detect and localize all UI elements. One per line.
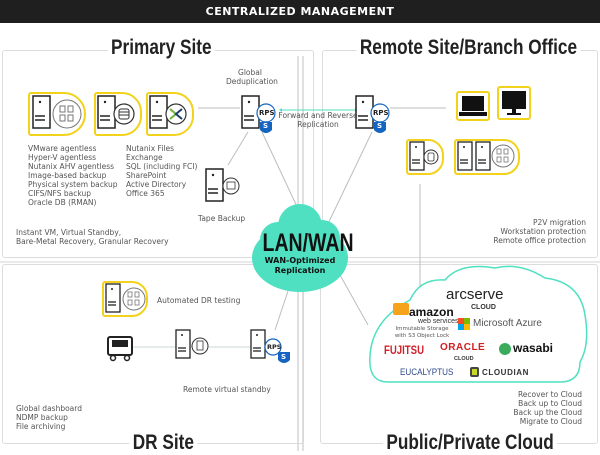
laptop-icon (459, 96, 487, 116)
primary-recovery-text: Instant VM, Virtual Standby, Bare-Metal … (16, 228, 169, 246)
oracle-cloud-sub: CLOUD (454, 356, 474, 362)
line-primary-rps-to-tape (227, 131, 249, 166)
ms-green (464, 318, 470, 324)
cloudian-logo: CLOUDIAN (482, 368, 530, 377)
dr-rps-label: RPS (267, 343, 282, 351)
aws-sub: web services (418, 318, 459, 325)
fujitsu-logo: FUJITSU (384, 343, 425, 357)
arcserve-logo: arcserve (446, 286, 504, 303)
server-icon (175, 329, 209, 359)
primary-workloads-left: VMware agentless Hyper-V agentless Nutan… (28, 144, 118, 207)
remote-standby-label: Remote virtual standby (183, 385, 271, 394)
line-remote-rps-to-hub (324, 131, 373, 231)
line-hub-to-cloud (339, 274, 369, 326)
monitor-icon (502, 91, 526, 115)
eucalyptus-logo: EUCALYPTUS (400, 367, 454, 377)
remote-rps-server-icon (355, 95, 390, 133)
remote-features: P2V migration Workstation protection Rem… (493, 218, 586, 245)
dr-shield-label: S (281, 353, 287, 361)
remote-shield-label: S (377, 122, 383, 130)
server-icon (149, 95, 168, 129)
wasabi-logo-icon (499, 343, 511, 355)
remote-site-title: Remote Site/Branch Office (356, 36, 581, 60)
server-icon (97, 95, 116, 129)
primary-shield-label: S (263, 122, 269, 130)
lan-wan-cloud-shape (252, 204, 348, 292)
microsoft-logo-icon (458, 318, 470, 330)
dr-features: Global dashboard NDMP backup File archiv… (16, 404, 82, 431)
primary-workloads-right: Nutanix Files Exchange SQL (including FC… (126, 144, 198, 198)
truck-icon (107, 336, 133, 362)
oracle-logo: ORACLE (440, 342, 486, 353)
global-dedup-label: Global Deduplication (226, 68, 278, 86)
arcserve-cloud-sub: CLOUD (471, 304, 496, 311)
automated-dr-label: Automated DR testing (157, 296, 241, 305)
server-icon (105, 283, 146, 313)
azure-logo: Microsoft Azure (473, 318, 542, 329)
database-icon (113, 103, 135, 125)
centralized-management-header: CENTRALIZED MANAGEMENT (0, 0, 600, 23)
cloudian-logo-icon (470, 367, 479, 377)
vm-grid-icon (52, 99, 82, 129)
provider-cloud-shape (369, 265, 588, 383)
hub-subtitle: WAN-Optimized Replication (264, 256, 336, 275)
cloud-features: Recover to Cloud Back up to Cloud Back u… (513, 390, 582, 426)
server-icon (409, 141, 439, 171)
primary-rps-server-icon (241, 95, 276, 133)
ms-red (458, 318, 464, 324)
server-icon (32, 95, 51, 129)
amazon-logo: amazon (409, 305, 454, 319)
amazon-logo-icon (393, 303, 409, 315)
remote-rps-label: RPS (373, 109, 389, 117)
line-hub-to-dr-rps (274, 284, 291, 331)
tape-backup-label: Tape Backup (198, 214, 246, 223)
server-icon (457, 141, 515, 171)
replication-label: Forward and Reverse Replication (278, 111, 358, 129)
nutanix-icon (165, 103, 187, 125)
ms-blue (458, 324, 464, 330)
primary-site-title: Primary Site (107, 36, 215, 60)
tape-backup-server-icon (205, 168, 240, 202)
primary-site-panel (2, 50, 314, 258)
wasabi-logo: wasabi (513, 341, 554, 355)
dr-rps-server-icon (250, 329, 290, 363)
amazon-note: Immutable Storage with S3 Object Lock (394, 326, 450, 339)
ms-yellow (464, 324, 470, 330)
primary-rps-label: RPS (259, 109, 275, 117)
replication-arrow-head-left (279, 108, 282, 112)
